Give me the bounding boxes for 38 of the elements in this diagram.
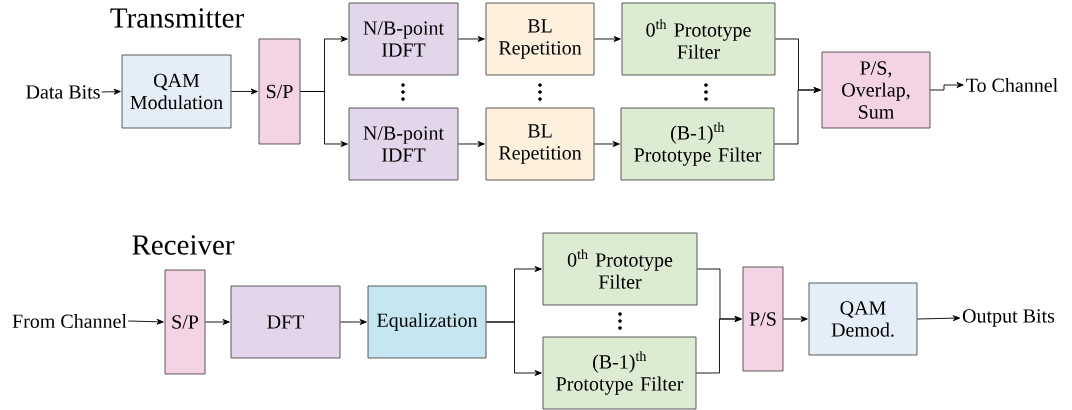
converter-box: S/P — [164, 269, 206, 375]
arrow — [773, 87, 821, 145]
process-box: N/B-point IDFT — [348, 2, 459, 76]
input-label: From Channel — [12, 313, 127, 328]
input-label: Data Bits — [26, 85, 100, 99]
process-box: BL Repetition — [485, 2, 595, 76]
filter-box: (B-1)$^{th}$ Prototype Filter — [620, 107, 775, 181]
section-heading: Transmitter — [110, 8, 244, 28]
process-box: DFT — [230, 285, 341, 359]
arrow — [916, 315, 961, 322]
arrow — [485, 321, 542, 376]
filter-box: (B-1)$^{th}$ Prototype Filter — [542, 336, 697, 410]
process-box: QAM Modulation — [121, 54, 232, 129]
converter-box: S/P — [258, 38, 301, 145]
output-label: To Channel — [966, 77, 1058, 93]
arrow — [782, 316, 808, 322]
arrow — [457, 141, 485, 147]
arrow — [457, 36, 485, 42]
arrow — [929, 82, 964, 91]
filter-box: 0$^{th}$ Prototype Filter — [542, 232, 698, 306]
arrow — [339, 319, 367, 325]
arrow — [230, 88, 258, 95]
process-box: QAM Demod. — [808, 282, 918, 356]
process-box: P/S, Overlap, Sum — [821, 51, 931, 129]
filter-box: 0$^{th}$ Prototype Filter — [621, 2, 776, 76]
process-box: BL Repetition — [485, 107, 595, 181]
converter-box: P/S — [742, 266, 784, 372]
arrow — [101, 88, 121, 95]
output-label: Output Bits — [962, 309, 1055, 327]
arrow — [127, 318, 164, 325]
arrow — [299, 91, 348, 147]
arrow — [695, 316, 742, 374]
section-heading: Receiver — [132, 235, 235, 255]
arrow — [204, 319, 230, 325]
process-box: N/B-point IDFT — [348, 107, 459, 181]
arrow — [593, 36, 621, 42]
process-box: Equalization — [367, 285, 487, 359]
arrow — [593, 141, 620, 147]
